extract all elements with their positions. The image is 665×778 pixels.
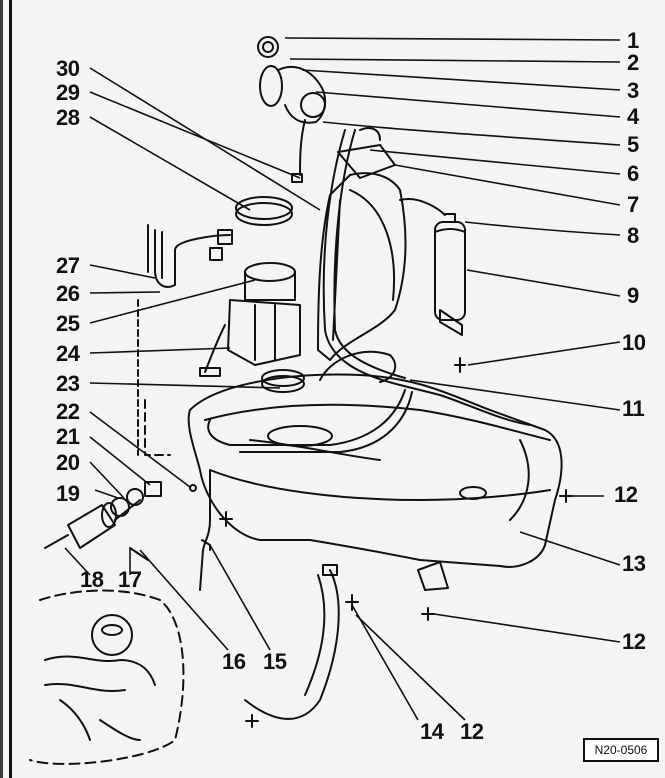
fuel-cap: [257, 36, 279, 58]
callout-1: 1: [627, 28, 639, 53]
fuel-filter: [67, 504, 116, 549]
page-edge: [0, 0, 12, 778]
bolt: [454, 357, 466, 373]
callout-16: 16: [222, 649, 246, 674]
callout-28: 28: [56, 105, 80, 130]
bolt: [559, 489, 573, 503]
bolt: [345, 594, 359, 611]
sender-seal: [261, 369, 305, 387]
charcoal-canister: [434, 221, 466, 321]
callout-10: 10: [622, 330, 646, 355]
callout-19: 19: [56, 481, 80, 506]
callout-21: 21: [56, 424, 80, 449]
callout-12-lower: 12: [622, 629, 646, 654]
callout-2: 2: [627, 50, 639, 75]
callout-23: 23: [56, 371, 80, 396]
callout-24: 24: [56, 341, 80, 366]
callout-13: 13: [622, 551, 646, 576]
filler-neck: [317, 172, 407, 361]
figure-reference-code: N20-0506: [583, 738, 659, 762]
callout-27: 27: [56, 253, 80, 278]
callout-26: 26: [56, 281, 80, 306]
callout-30: 30: [56, 56, 80, 81]
inset-detail-border: [29, 589, 185, 765]
sender-flange: [244, 262, 296, 282]
callout-3: 3: [627, 78, 639, 103]
callout-12-bottom: 12: [460, 719, 484, 744]
callout-9: 9: [627, 283, 639, 308]
callout-22: 22: [56, 399, 80, 424]
callout-7: 7: [627, 192, 639, 217]
fuel-supply-lines: [154, 229, 231, 288]
callout-5: 5: [627, 132, 639, 157]
tank-drain-boss: [459, 486, 487, 500]
bolt: [219, 511, 233, 527]
callout-12-right: 12: [614, 482, 638, 507]
tank-opening: [267, 425, 333, 447]
tank-strap: [244, 569, 340, 720]
callout-29: 29: [56, 80, 80, 105]
callout-11: 11: [622, 396, 645, 421]
filler-flap: [259, 65, 283, 107]
callout-18: 18: [80, 567, 104, 592]
locking-ring: [235, 196, 293, 220]
callout-25: 25: [56, 311, 80, 336]
callout-4: 4: [627, 104, 639, 129]
callout-15: 15: [263, 649, 287, 674]
fuel-tank: [187, 373, 563, 568]
bolt: [245, 714, 259, 728]
callout-20: 20: [56, 450, 80, 475]
callout-6: 6: [627, 161, 639, 186]
bolt: [421, 607, 435, 621]
fuel-pump-unit: [227, 299, 301, 366]
callout-8: 8: [627, 223, 639, 248]
callout-17: 17: [118, 567, 142, 592]
callout-14: 14: [420, 719, 444, 744]
